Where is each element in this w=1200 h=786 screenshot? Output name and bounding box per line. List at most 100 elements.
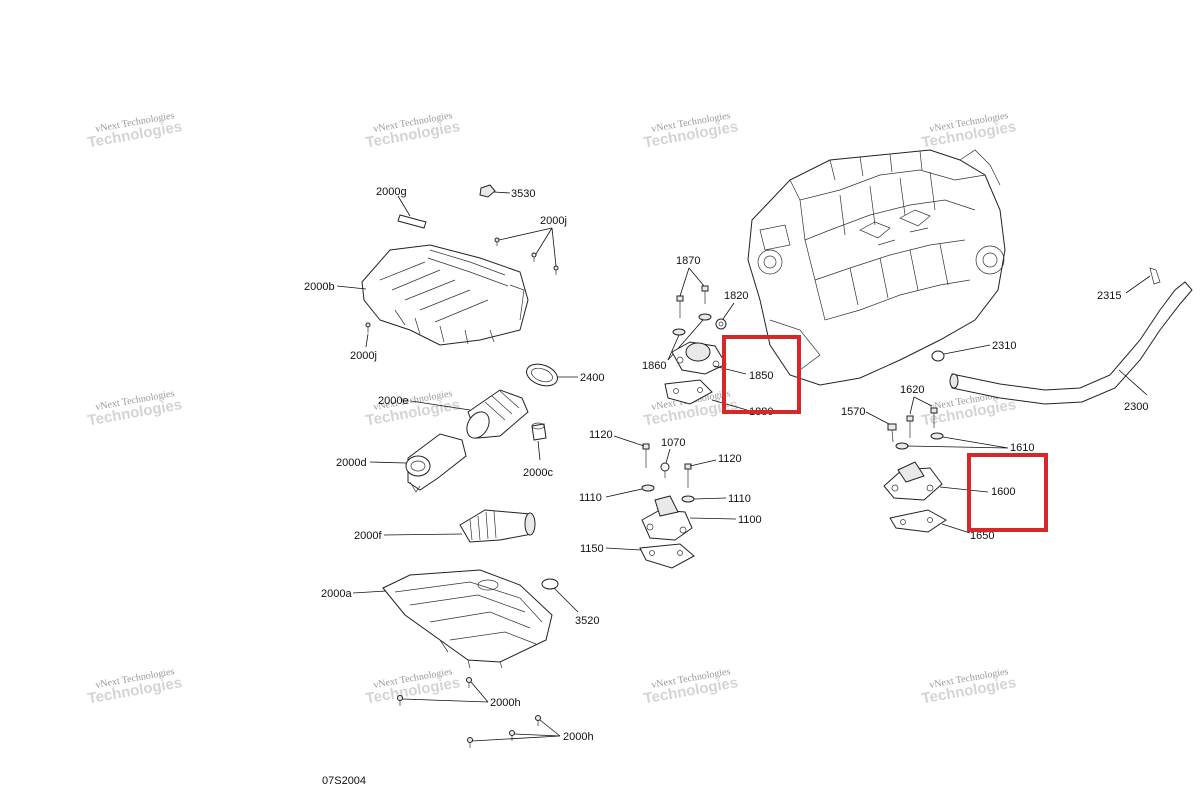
washer-1110-right xyxy=(681,495,695,503)
part-2300-pipe xyxy=(949,267,1193,405)
part-2400-clamp xyxy=(526,363,558,387)
callout-1120-left: 1120 xyxy=(589,429,613,441)
leader-1850 xyxy=(713,365,747,375)
callout-1570: 1570 xyxy=(841,406,865,418)
callout-1870: 1870 xyxy=(676,255,700,267)
callout-2300: 2300 xyxy=(1124,401,1148,413)
leader-2310 xyxy=(943,344,991,355)
callout-2000f: 2000f xyxy=(354,530,382,542)
highlight-box-1850 xyxy=(722,335,801,414)
callout-1110-left: 1110 xyxy=(579,492,602,504)
callout-3530: 3530 xyxy=(511,188,535,200)
screws-2000j-top xyxy=(494,237,559,275)
washer-1110-left xyxy=(641,484,655,492)
bolt-1120-left xyxy=(642,443,650,468)
leader-2000a xyxy=(352,590,387,594)
part-1100-mount xyxy=(641,495,693,541)
part-1600-mount xyxy=(883,461,943,501)
leader-1610 xyxy=(906,436,1009,449)
leader-1650 xyxy=(941,523,971,534)
clamp-2310 xyxy=(931,350,945,362)
leader-1880 xyxy=(711,399,748,411)
engine-block xyxy=(747,149,1006,386)
watermark: Technologies vNext Technologies xyxy=(364,666,461,707)
watermark: Technologies vNext Technologies xyxy=(86,388,183,429)
leader-2000g xyxy=(397,195,411,217)
callout-2000j-top: 2000j xyxy=(540,215,567,227)
leader-2000c xyxy=(537,440,541,461)
leader-1570 xyxy=(865,411,890,425)
callout-1100: 1100 xyxy=(738,514,762,526)
screw-2000j-bottom xyxy=(365,322,371,333)
watermark: Technologies vNext Technologies xyxy=(642,666,739,707)
part-2000b-cover xyxy=(361,244,529,346)
callout-1620: 1620 xyxy=(900,384,924,396)
leader-2300 xyxy=(1118,369,1148,396)
callout-1110-right: 1110 xyxy=(728,493,751,505)
leader-1820 xyxy=(722,302,735,320)
watermark: Technologies vNext Technologies xyxy=(364,388,461,429)
washers-1860 xyxy=(672,313,712,336)
leader-1120-right xyxy=(689,459,717,467)
leader-2000d xyxy=(369,461,407,464)
leader-1110-left xyxy=(605,488,643,498)
watermark: Technologies vNext Technologies xyxy=(642,110,739,151)
leader-1120-left xyxy=(613,435,645,447)
leader-2000j-top xyxy=(498,227,557,267)
callout-2310: 2310 xyxy=(992,340,1016,352)
watermark: Technologies vNext Technologies xyxy=(920,110,1017,151)
part-2000a-tray xyxy=(382,569,553,669)
callout-2000j-bottom: 2000j xyxy=(350,350,377,362)
part-1150-plate xyxy=(639,543,695,569)
leader-1150 xyxy=(605,547,642,551)
leader-2000b xyxy=(336,285,367,290)
callout-2000a: 2000a xyxy=(321,588,352,600)
watermark: Technologies vNext Technologies xyxy=(86,110,183,151)
highlight-box-1600 xyxy=(967,453,1048,532)
nut-1820 xyxy=(715,318,727,330)
part-1650-plate xyxy=(889,509,947,533)
leader-1110-right xyxy=(693,497,727,500)
part-2000d-elbow xyxy=(405,433,467,493)
part-3520-ring xyxy=(541,578,559,590)
callout-1850: 1850 xyxy=(749,370,773,382)
callout-2400: 2400 xyxy=(580,372,604,384)
fasteners-2000h-2 xyxy=(467,715,541,748)
bolt-1570 xyxy=(887,423,897,443)
callout-1120-right: 1120 xyxy=(718,453,742,465)
callout-1600: 1600 xyxy=(991,486,1015,498)
leader-1100 xyxy=(689,517,737,520)
callout-3520: 3520 xyxy=(575,615,599,627)
callout-1650: 1650 xyxy=(970,530,994,542)
leader-2000f xyxy=(383,533,463,536)
callout-1150: 1150 xyxy=(580,543,604,555)
callout-1860: 1860 xyxy=(642,360,666,372)
callout-1610: 1610 xyxy=(1010,442,1034,454)
leader-2000j-bottom xyxy=(365,333,369,348)
callout-2000h-2: 2000h xyxy=(563,731,594,743)
figure-code: 07S2004 xyxy=(322,775,366,786)
callout-1820: 1820 xyxy=(724,290,748,302)
leader-2000e xyxy=(410,400,471,411)
part-2000f-hose xyxy=(459,509,536,543)
fasteners-2000h-1 xyxy=(397,677,472,706)
callout-2000d: 2000d xyxy=(336,457,367,469)
callout-2000e: 2000e xyxy=(378,395,409,407)
part-3530 xyxy=(479,184,496,198)
leader-1620 xyxy=(909,396,933,415)
part-2000c-fitting xyxy=(531,422,547,441)
leader-2315 xyxy=(1125,275,1151,294)
part-2000g xyxy=(397,214,427,229)
callout-2000g: 2000g xyxy=(376,186,407,198)
callout-1070: 1070 xyxy=(661,437,685,449)
watermark: Technologies vNext Technologies xyxy=(86,666,183,707)
watermark: Technologies vNext Technologies xyxy=(920,666,1017,707)
part-2000e-tube xyxy=(466,389,529,439)
callout-2000h-1: 2000h xyxy=(490,697,521,709)
callout-2000b: 2000b xyxy=(304,281,335,293)
watermark: Technologies vNext Technologies xyxy=(364,110,461,151)
bolt-1120-right xyxy=(684,463,692,488)
part-1850-mount xyxy=(671,341,727,375)
nut-1070 xyxy=(660,462,670,478)
